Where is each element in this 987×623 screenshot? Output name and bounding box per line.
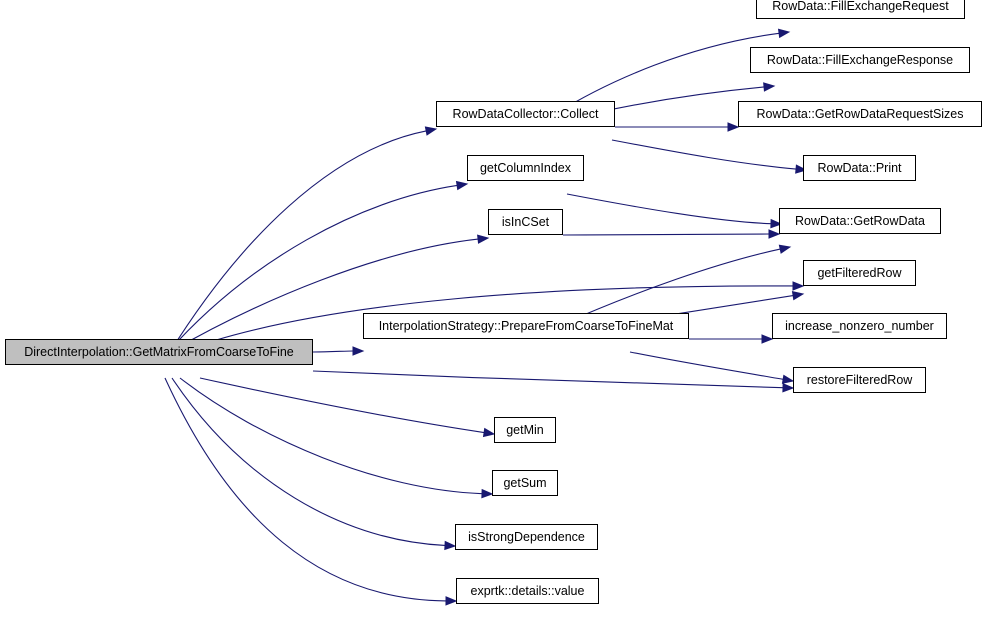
node-restorefilteredrow[interactable]: restoreFilteredRow <box>793 367 926 393</box>
edge-isincset-to-getrowdata <box>562 233 770 236</box>
node-getrowdatarequestsizes[interactable]: RowData::GetRowDataRequestSizes <box>738 101 982 127</box>
edge-arrowhead-isincset-to-getrowdata <box>768 229 781 239</box>
node-preparemat[interactable]: InterpolationStrategy::PrepareFromCoarse… <box>363 313 689 339</box>
edge-arrowhead-collect-to-fillexchangerequest <box>777 28 791 39</box>
edge-arrowhead-preparemat-to-restorefilteredrow <box>781 374 795 384</box>
node-root: DirectInterpolation::GetMatrixFromCoarse… <box>5 339 313 365</box>
edge-root-to-collect <box>169 130 427 353</box>
edge-arrowhead-root-to-preparemat <box>352 346 365 356</box>
node-getcolumnindex[interactable]: getColumnIndex <box>467 155 584 181</box>
edge-preparemat-to-restorefilteredrow <box>629 351 784 380</box>
edge-root-to-getmin <box>199 377 485 434</box>
node-isincset[interactable]: isInCSet <box>488 209 563 235</box>
edge-arrowhead-collect-to-fillexchangeresponse <box>763 82 776 92</box>
edge-getcolumnindex-to-getrowdata <box>566 193 772 225</box>
edge-preparemat-to-getrowdata <box>557 248 781 327</box>
edge-arrowhead-root-to-getmin <box>482 427 496 438</box>
edge-collect-to-print <box>611 139 797 170</box>
node-print[interactable]: RowData::Print <box>803 155 916 181</box>
node-getmin[interactable]: getMin <box>494 417 556 443</box>
edge-arrowhead-root-to-getfilteredrow <box>792 281 805 291</box>
node-getrowdata[interactable]: RowData::GetRowData <box>779 208 941 234</box>
edge-root-to-isstrongdependence <box>171 377 446 547</box>
edge-arrowhead-collect-to-getrowdatarequestsizes <box>727 122 740 132</box>
edge-arrowhead-collect-to-print <box>795 164 808 174</box>
edge-root-to-getsum <box>179 377 483 495</box>
edge-arrowhead-preparemat-to-getrowdata <box>778 244 792 254</box>
edge-arrowhead-root-to-isincset <box>477 234 490 244</box>
edge-arrowhead-root-to-isstrongdependence <box>444 540 457 551</box>
node-getsum[interactable]: getSum <box>492 470 558 496</box>
node-getfilteredrow[interactable]: getFilteredRow <box>803 260 916 286</box>
node-exprtkvalue[interactable]: exprtk::details::value <box>456 578 599 604</box>
edge-root-to-exprtkvalue <box>164 377 447 602</box>
call-graph-edges <box>164 28 808 606</box>
node-collect[interactable]: RowDataCollector::Collect <box>436 101 615 127</box>
edge-arrowhead-root-to-getsum <box>481 488 494 499</box>
node-fillexchangeresponse[interactable]: RowData::FillExchangeResponse <box>750 47 970 73</box>
edge-arrowhead-root-to-getcolumnindex <box>455 180 469 191</box>
edge-root-to-restorefilteredrow <box>312 370 784 389</box>
edge-arrowhead-getcolumnindex-to-getrowdata <box>770 218 783 229</box>
edge-arrowhead-root-to-collect <box>424 126 438 136</box>
edge-arrowhead-preparemat-to-getfilteredrow <box>791 290 805 301</box>
edge-arrowhead-preparemat-to-increasenonzero <box>761 334 774 344</box>
node-fillexchangerequest[interactable]: RowData::FillExchangeRequest <box>756 0 965 19</box>
edge-root-to-getfilteredrow <box>179 285 794 353</box>
edge-arrowhead-root-to-exprtkvalue <box>445 596 458 606</box>
edge-root-to-getcolumnindex <box>167 184 458 353</box>
node-isstrongdependence[interactable]: isStrongDependence <box>455 524 598 550</box>
edge-arrowhead-root-to-restorefilteredrow <box>782 382 795 393</box>
edge-root-to-preparemat <box>312 350 354 353</box>
node-increasenonzero[interactable]: increase_nonzero_number <box>772 313 947 339</box>
edge-root-to-isincset <box>169 238 479 353</box>
